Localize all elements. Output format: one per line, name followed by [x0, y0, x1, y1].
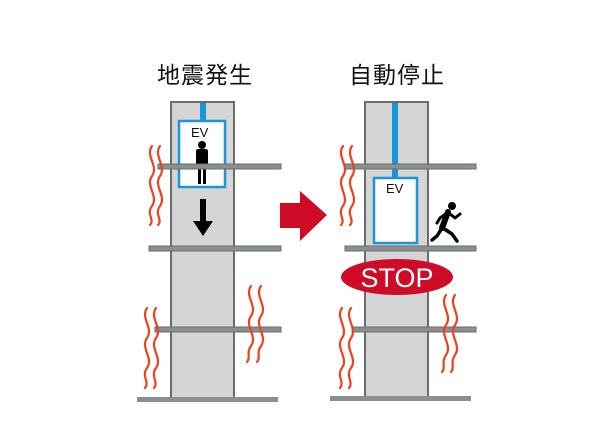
- tremor-icon: [245, 284, 265, 364]
- cable-rail: [200, 103, 206, 121]
- stop-sign: STOP: [341, 259, 453, 295]
- tremor-icon: [339, 144, 356, 227]
- panel-auto-stop: EV STOP: [330, 101, 477, 401]
- floor-slab: [344, 245, 477, 252]
- tremor-icon: [440, 293, 459, 374]
- running-person-icon: [430, 202, 462, 243]
- tremor-icon: [148, 144, 164, 227]
- arrow-down-icon: [193, 199, 213, 236]
- floor-slab: [157, 163, 282, 170]
- floor-slab: [351, 326, 477, 333]
- panel-title-auto-stop: 自動停止: [349, 63, 445, 89]
- floor-slab: [154, 326, 282, 333]
- tremor-icon: [338, 306, 355, 390]
- stop-label: STOP: [360, 263, 433, 293]
- floor-slab: [344, 163, 477, 170]
- transition-arrow-icon: [280, 191, 327, 241]
- panel-title-earthquake: 地震発生: [157, 63, 253, 89]
- cable-rail: [392, 103, 398, 179]
- tremor-icon: [143, 306, 160, 390]
- ground: [330, 396, 471, 401]
- floor-slab: [148, 245, 282, 252]
- ground: [137, 397, 278, 402]
- ev-label: EV: [191, 125, 209, 140]
- elevator-car: [372, 176, 419, 245]
- panel-earthquake: EV: [137, 101, 282, 402]
- ev-label: EV: [386, 181, 404, 196]
